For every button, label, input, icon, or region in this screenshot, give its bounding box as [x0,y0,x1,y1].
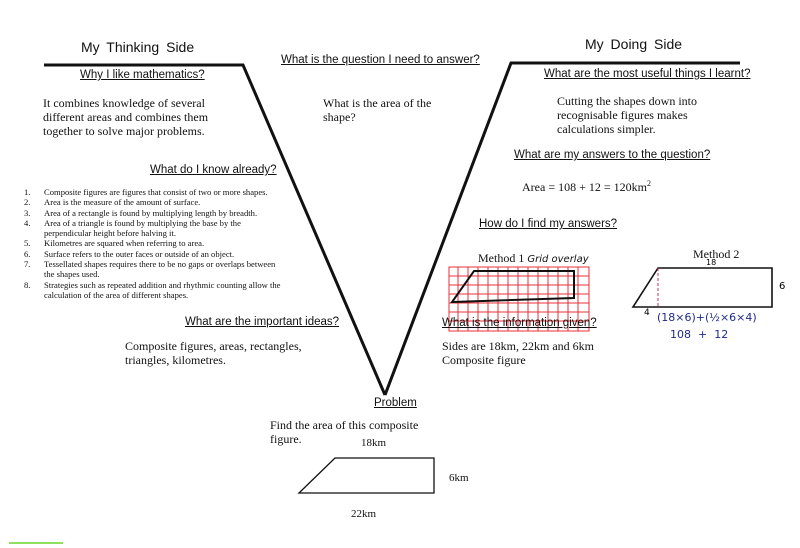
how-heading: How do I find my answers? [479,218,618,230]
answer-text: Area = 108 + 12 = 120km2 [522,179,651,194]
list-item: 2.Area is the measure of the amount of s… [24,197,201,208]
problem-heading: Problem [374,397,417,409]
ideas-text: Composite figures, areas, rectangles, tr… [125,339,302,367]
why-heading: Why I like mathematics? [80,69,205,81]
info-text-1: Sides are 18km, 22km and 6km [442,339,594,353]
list-item: 5.Kilometres are squared when referring … [24,238,205,249]
method1-figure [450,270,575,304]
list-item: 7.Tessellated shapes requires there to b… [24,259,276,280]
method2-label: Method 2 [693,247,740,261]
learnt-text: Cutting the shapes down into recognisabl… [557,94,697,136]
thinking-side-title: My Thinking Side [81,39,195,55]
right-arm-line [383,61,740,396]
method2-top-label: 18 [706,258,717,267]
method2-formula: (18×6)+(½×6×4) [657,311,757,324]
question-heading: What is the question I need to answer? [281,54,480,66]
know-list: 1.Composite figures are figures that con… [24,187,286,300]
list-item: 1.Composite figures are figures that con… [24,187,268,197]
why-text: It combines knowledge of several differe… [43,96,209,138]
method1-label: Method 1 Grid overlay [478,251,589,265]
learnt-heading: What are the most useful things I learnt… [544,68,751,80]
list-item: 8.Strategies such as repeated addition a… [24,279,281,300]
figure-label-bottom: 22km [351,508,377,520]
list-item: 3.Area of a rectangle is found by multip… [24,207,258,218]
info-heading: What is the information given? [442,317,597,329]
doing-side-title: My Doing Side [585,36,683,52]
method2-right-label: 6 [779,281,786,292]
left-arm-line [44,63,387,396]
problem-text: Find the area of this composite figure. [270,418,419,446]
problem-figure [297,457,435,494]
info-text-2: Composite figure [442,353,526,367]
method1-note: Grid overlay [527,254,589,265]
figure-label-right: 6km [449,472,469,484]
question-text: What is the area of the shape? [323,96,432,124]
list-item: 6.Surface refers to the outer faces or o… [24,248,235,259]
figure-label-top: 18km [361,437,387,449]
method2-figure [631,267,773,308]
method2-base-label: 4 [644,308,650,318]
ideas-heading: What are the important ideas? [185,316,340,328]
answers-heading: What are my answers to the question? [514,149,711,161]
know-heading: What do I know already? [150,164,277,176]
list-item: 4.Area of a triangle is found by multipl… [24,217,241,239]
method2-result: 108 + 12 [670,328,729,341]
